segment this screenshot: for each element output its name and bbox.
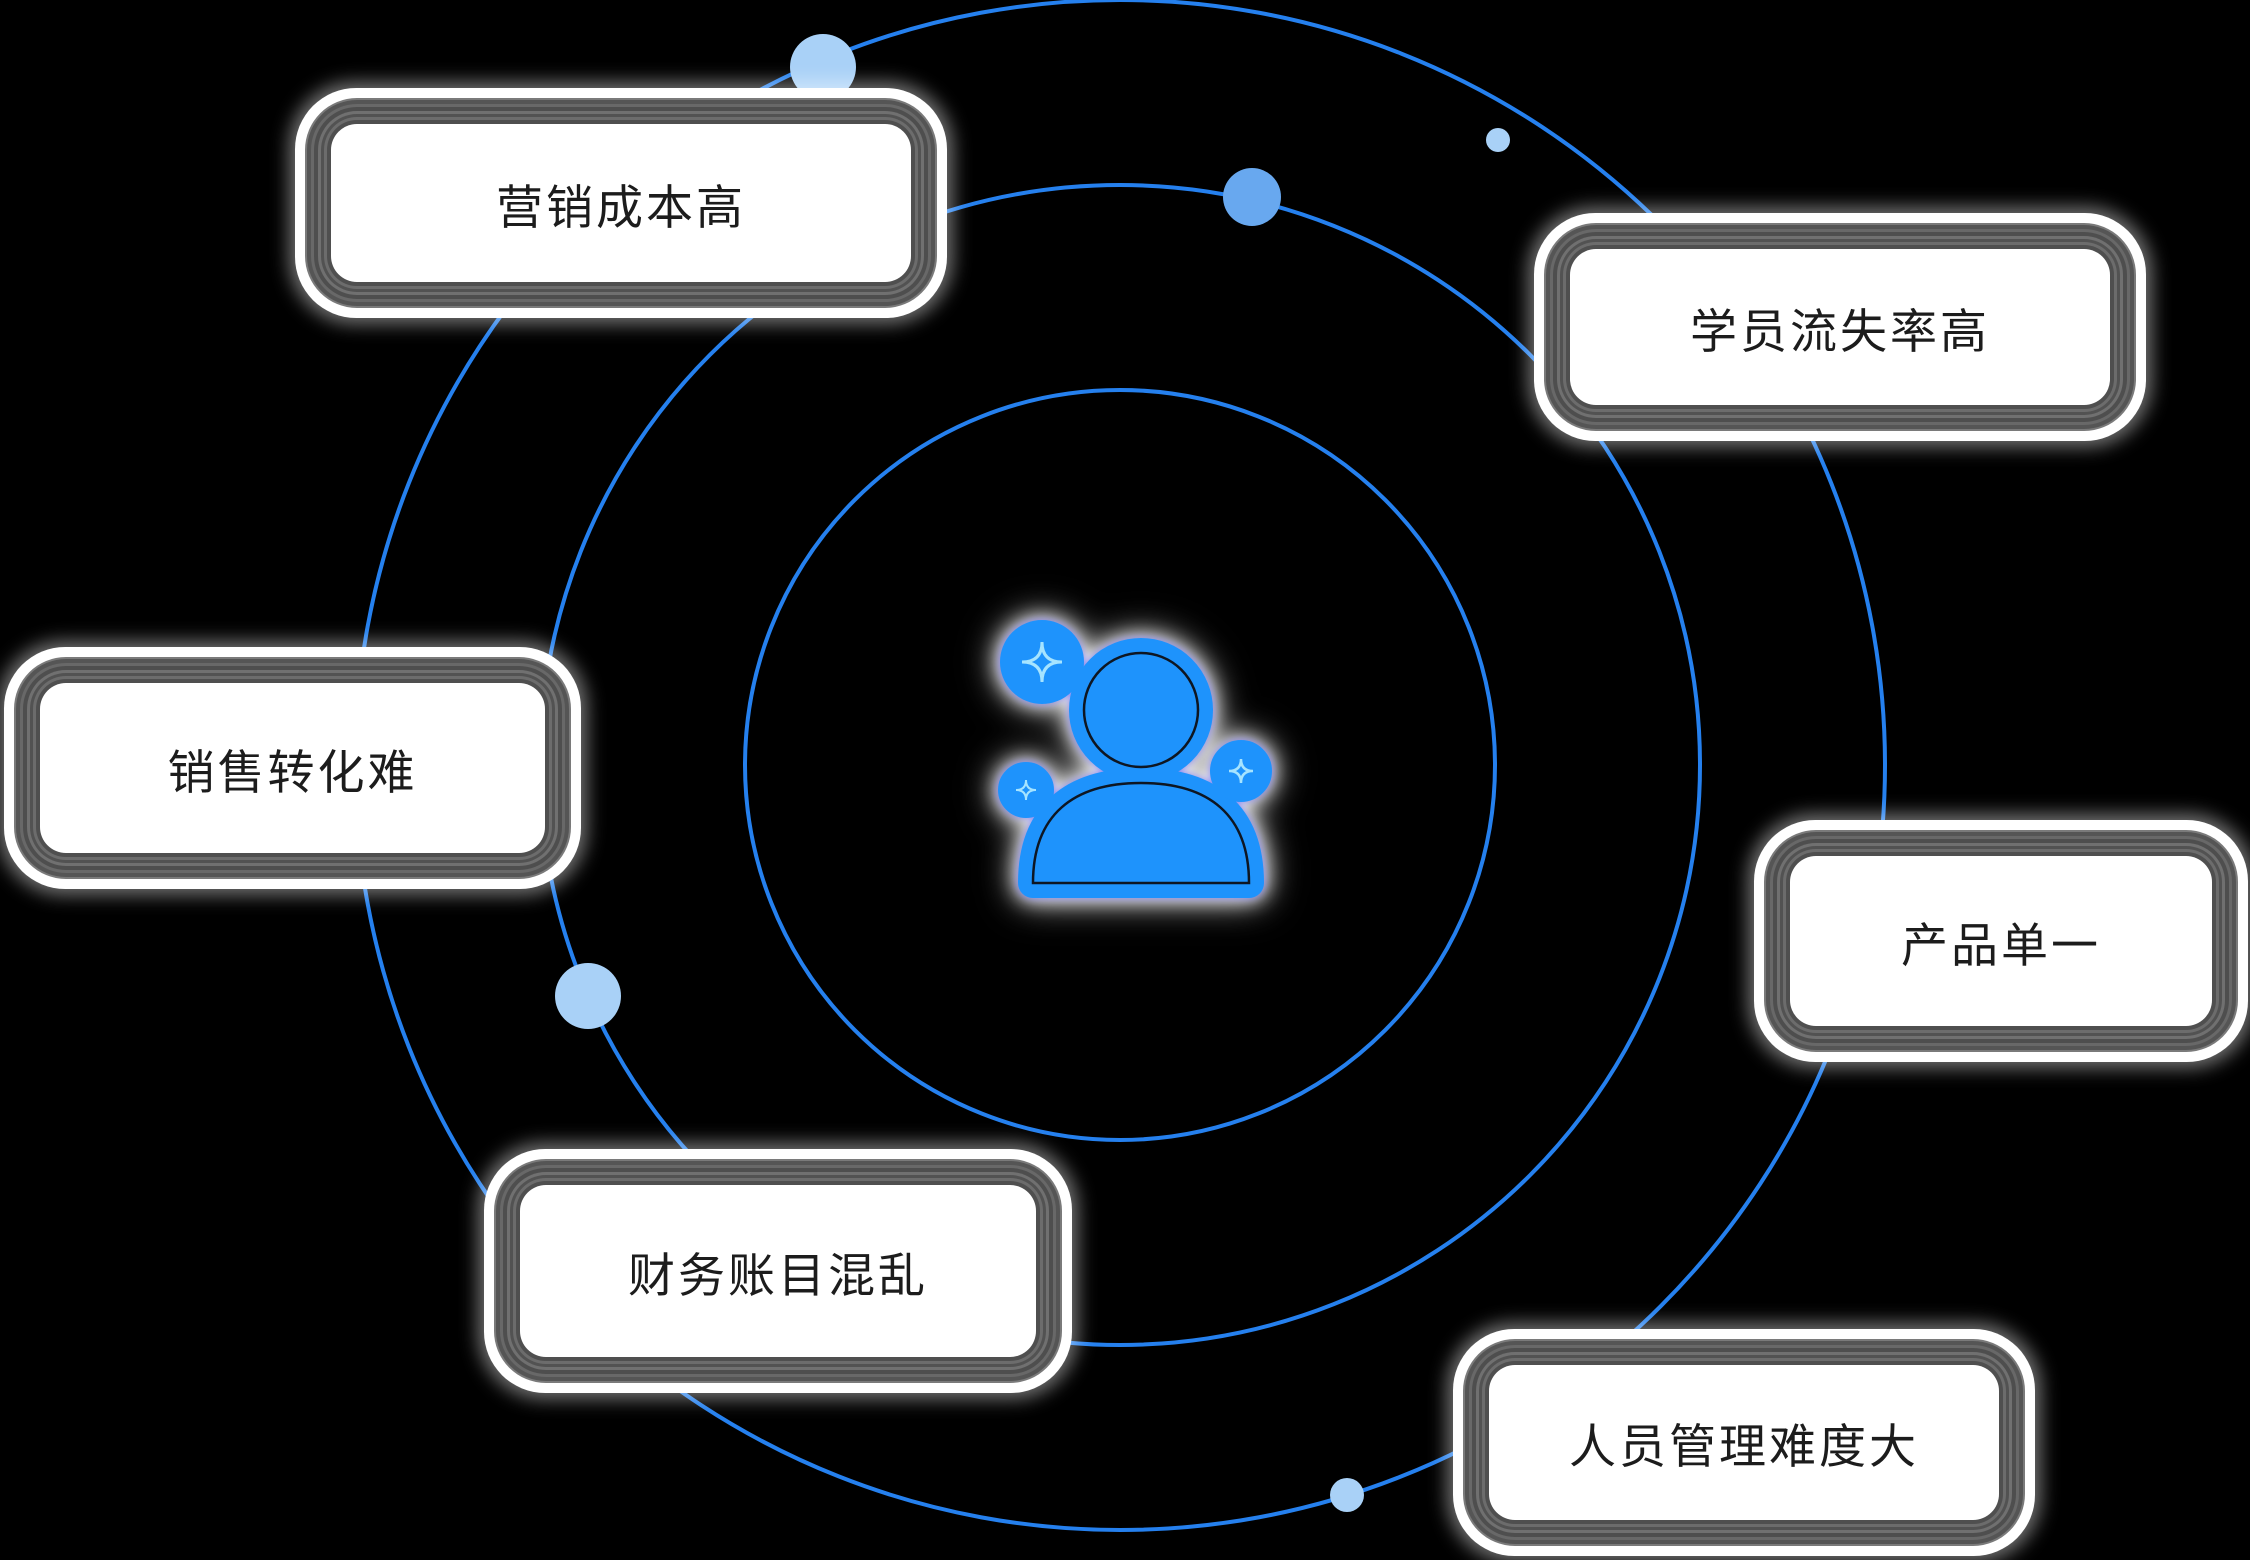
sparkle-icon-large	[1021, 641, 1063, 683]
orbit-circle-inner	[743, 388, 1497, 1142]
sparkle-icon-right	[1228, 758, 1254, 784]
orbit-dot-bottom	[1330, 1478, 1364, 1512]
diagram-node-student-churn: 学员流失率高	[1570, 249, 2110, 405]
node-label: 学员流失率高	[1690, 304, 1990, 358]
diagram-node-staff-management: 人员管理难度大	[1489, 1365, 1999, 1520]
user-sparkle-icon	[998, 620, 1272, 898]
diagram-node-finance-chaos: 财务账目混乱	[520, 1185, 1036, 1357]
orbit-dot-left-bottom	[555, 963, 621, 1029]
orbit-dot-top-left	[790, 34, 856, 100]
sparkle-icon-small	[1015, 779, 1037, 801]
user-icon-body	[1031, 781, 1251, 885]
diagram-node-sales-conversion: 销售转化难	[40, 683, 545, 853]
node-label: 营销成本高	[496, 180, 746, 234]
node-label: 财务账目混乱	[628, 1248, 928, 1302]
orbit-dot-top-middle	[1223, 168, 1281, 226]
node-label: 销售转化难	[167, 745, 418, 799]
user-icon-head	[1082, 651, 1200, 769]
node-label: 产品单一	[1901, 918, 2101, 972]
diagram-node-single-product: 产品单一	[1790, 856, 2212, 1026]
node-label: 人员管理难度大	[1569, 1420, 1919, 1473]
floating-dot-top-right	[1486, 128, 1510, 152]
diagram-node-marketing-cost: 营销成本高	[331, 124, 911, 282]
